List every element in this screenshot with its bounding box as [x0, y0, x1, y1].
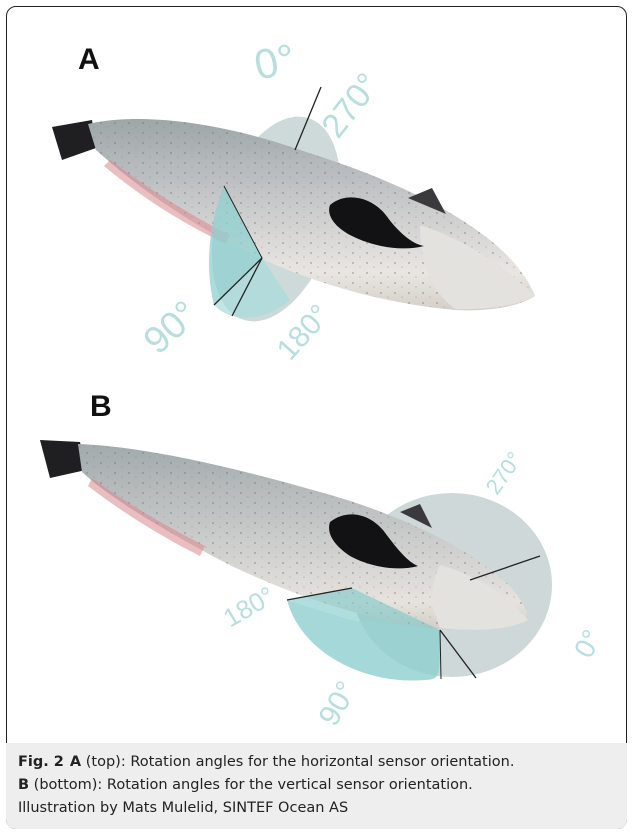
panel-b [40, 440, 552, 680]
caption-line-1: Fig. 2 A (top): Rotation angles for the h… [18, 751, 615, 774]
caption-credit: Illustration by Mats Mulelid, SINTEF Oce… [18, 797, 615, 820]
panel-letter-a: A [78, 43, 100, 77]
angle-a-0: 0° [250, 34, 299, 88]
angle-a-90: 90° [136, 293, 207, 363]
angle-b-90: 90° [312, 676, 363, 732]
caption-line-2: B (bottom): Rotation angles for the vert… [18, 774, 615, 797]
figure-caption: Fig. 2 A (top): Rotation angles for the h… [6, 743, 627, 829]
caption-a-label: A [70, 754, 81, 770]
angle-b-180: 180° [218, 580, 280, 633]
angle-b-270: 270° [481, 447, 528, 499]
angle-b-0: 0° [568, 625, 608, 663]
caption-a-text: (top): Rotation angles for the horizonta… [81, 754, 514, 770]
figure-illustration: 0° 270° 90° 180° 270° 180° 0° 90° [0, 0, 635, 743]
panel-letter-b: B [90, 390, 112, 424]
caption-b-label: B [18, 777, 29, 793]
figure-label: Fig. 2 [18, 754, 64, 770]
panel-a [52, 87, 535, 338]
caption-b-text: (bottom): Rotation angles for the vertic… [29, 777, 473, 793]
